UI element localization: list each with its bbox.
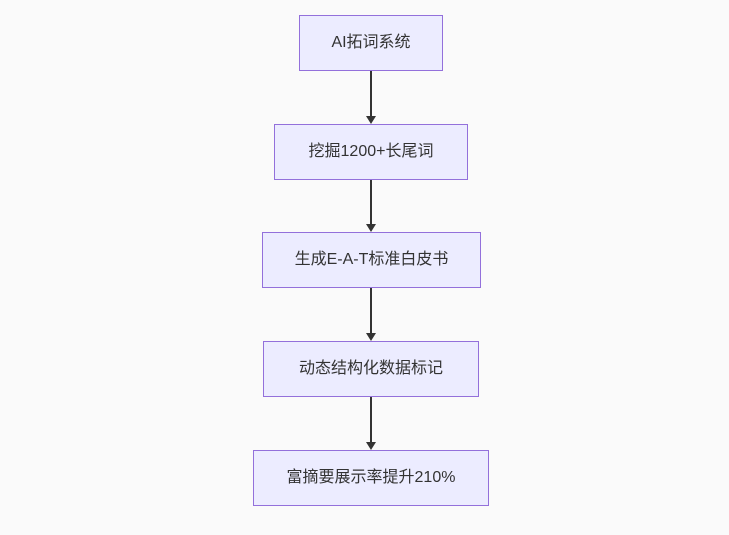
- arrow-line: [370, 397, 372, 443]
- node-label: AI拓词系统: [331, 34, 411, 51]
- flow-node-structured-data-markup: 动态结构化数据标记: [263, 341, 479, 397]
- arrow-head-icon: [366, 116, 376, 124]
- flow-node-longtail-keywords: 挖掘1200+长尾词: [274, 124, 468, 180]
- arrow-line: [370, 180, 372, 225]
- arrow-line: [370, 71, 372, 117]
- flow-arrow-4: [366, 397, 376, 450]
- arrow-head-icon: [366, 442, 376, 450]
- flow-arrow-2: [366, 180, 376, 232]
- flow-node-eat-whitepaper: 生成E-A-T标准白皮书: [262, 232, 481, 288]
- node-label: 动态结构化数据标记: [298, 360, 443, 377]
- arrow-head-icon: [366, 333, 376, 341]
- arrow-head-icon: [366, 224, 376, 232]
- flow-arrow-3: [366, 288, 376, 341]
- node-label: 富摘要展示率提升210%: [286, 469, 456, 486]
- node-label: 挖掘1200+长尾词: [308, 143, 434, 160]
- flow-node-ai-word-expansion-system: AI拓词系统: [299, 15, 443, 71]
- flow-node-rich-snippet-result: 富摘要展示率提升210%: [253, 450, 489, 506]
- flow-arrow-1: [366, 71, 376, 124]
- arrow-line: [370, 288, 372, 334]
- node-label: 生成E-A-T标准白皮书: [294, 251, 449, 268]
